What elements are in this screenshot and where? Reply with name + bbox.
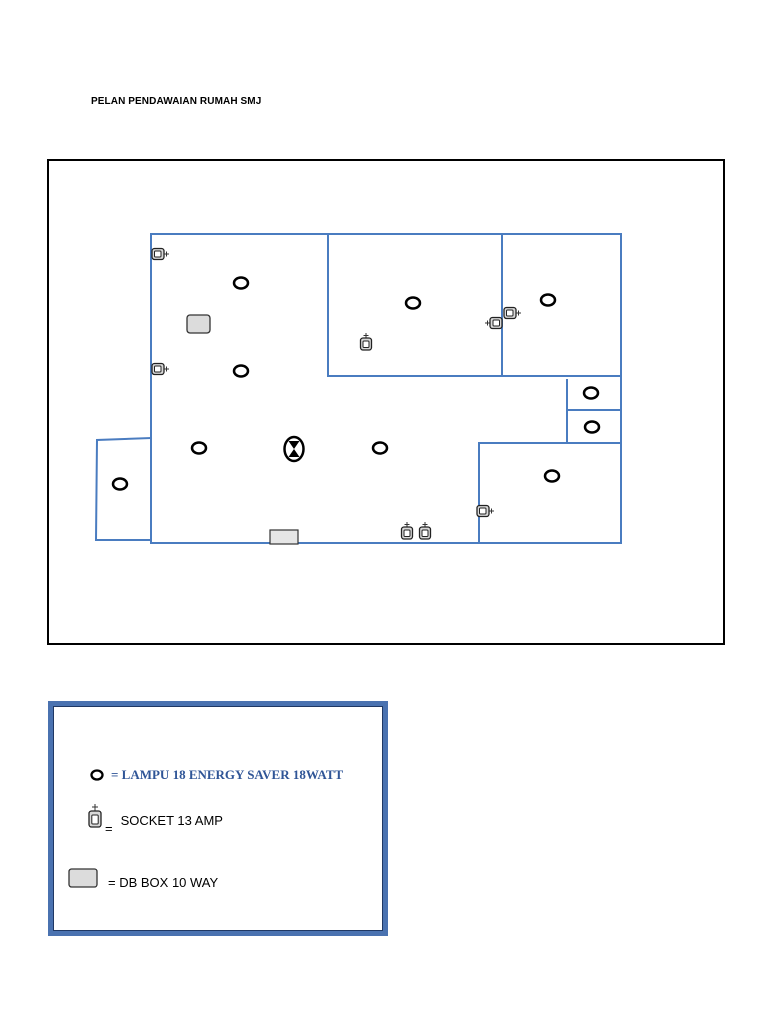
lamp-icon — [583, 420, 601, 434]
bedroom-1-wall — [327, 233, 503, 377]
floor-plan — [47, 159, 725, 645]
lamp-icon — [232, 276, 250, 290]
socket-icon — [400, 522, 414, 540]
legend-lamp-label: = LAMPU 18 ENERGY SAVER 18WATT — [111, 767, 344, 782]
lamp-icon — [404, 296, 422, 310]
legend-db-row: = DB BOX 10 WAY — [68, 865, 218, 890]
lamp-icon — [371, 441, 389, 455]
socket-icon — [485, 316, 503, 330]
legend-db-label: = DB BOX 10 WAY — [108, 875, 219, 890]
legend-inner: = LAMPU 18 ENERGY SAVER 18WATT = SOCKET … — [53, 706, 383, 931]
socket-icon — [359, 333, 373, 351]
socket-icon — [418, 522, 432, 540]
socket-icon — [503, 306, 521, 320]
lamp-icon — [190, 441, 208, 455]
legend-socket-row: = SOCKET 13 AMP — [87, 799, 223, 836]
legend-lamp-row: = LAMPU 18 ENERGY SAVER 18WATT — [89, 767, 343, 783]
socket-icon — [151, 362, 169, 376]
legend-socket-label: SOCKET 13 AMP — [120, 813, 223, 828]
lamp-icon — [111, 477, 129, 491]
lamp-icon — [543, 469, 561, 483]
house-walls — [94, 233, 622, 544]
ceiling-fan-icon — [283, 435, 305, 463]
main-outline-wall — [150, 233, 622, 544]
kitchen-wall — [478, 442, 568, 544]
plan-frame — [47, 159, 725, 645]
door-icon — [269, 529, 299, 545]
db-box-icon — [186, 314, 211, 334]
left-annex-wall — [94, 436, 153, 541]
lamp-icon — [539, 293, 557, 307]
lamps — [111, 276, 601, 491]
legend-socket-equals: = — [105, 821, 113, 836]
lamp-icon — [232, 364, 250, 378]
legend-box: = LAMPU 18 ENERGY SAVER 18WATT = SOCKET … — [48, 701, 388, 936]
db-box-icon — [68, 867, 98, 888]
socket-icon — [476, 504, 494, 518]
socket-icon — [151, 247, 169, 261]
page-title: PELAN PENDAWAIAN RUMAH SMJ — [91, 96, 262, 107]
lamp-icon — [582, 386, 600, 400]
socket-icon — [88, 803, 102, 828]
lamp-icon — [90, 769, 104, 781]
